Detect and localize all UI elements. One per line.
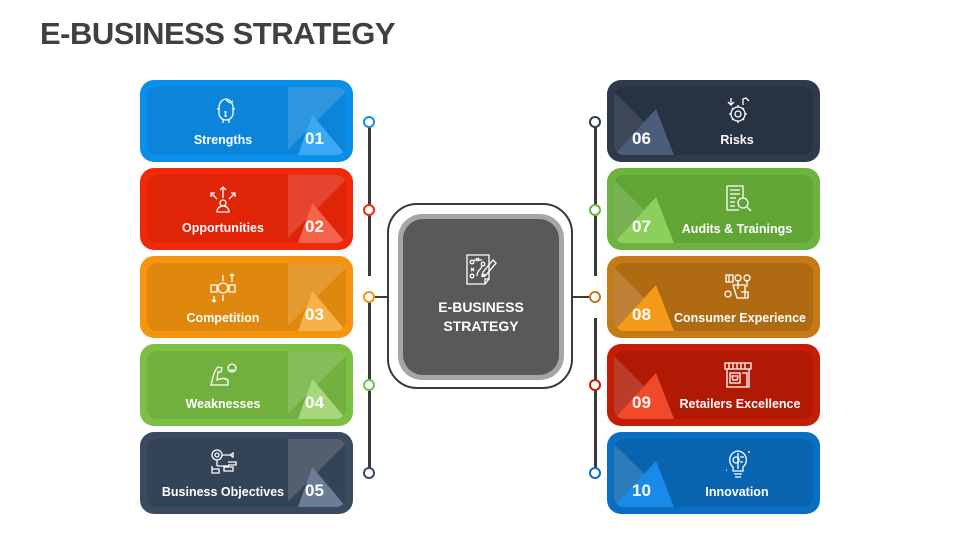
target-flowchart-icon (208, 448, 238, 478)
card-weaknesses[interactable]: Weaknesses 04 (140, 344, 353, 426)
card-audits-trainings[interactable]: Audits & Trainings 07 (607, 168, 820, 250)
person-arrows-icon (208, 184, 238, 214)
connector-dot (589, 204, 601, 216)
handshake-money-icon (208, 273, 238, 303)
card-number: 09 (632, 393, 651, 412)
connector-dot (589, 116, 601, 128)
card-label: Risks (720, 133, 754, 147)
connector-dot (589, 291, 601, 303)
card-business-objectives[interactable]: Business Objectives 05 (140, 432, 353, 514)
card-opportunities[interactable]: Opportunities 02 (140, 168, 353, 250)
strategy-plan-icon (464, 252, 498, 288)
card-label: Audits & Trainings (681, 222, 793, 236)
card-label: Innovation (705, 485, 769, 499)
left-connector-line (368, 122, 371, 276)
shopping-experience-icon (723, 272, 753, 302)
head-brain-icon (210, 96, 240, 126)
card-number: 04 (305, 393, 324, 412)
card-label: Opportunities (182, 221, 264, 235)
card-retailers-excellence[interactable]: Retailers Excellence 09 (607, 344, 820, 426)
card-label: Business Objectives (161, 485, 285, 499)
card-strengths[interactable]: Strengths 01 (140, 80, 353, 162)
center-hub (403, 219, 559, 375)
card-number: 08 (632, 305, 651, 324)
card-label: Strengths (193, 133, 253, 147)
connector-dot (363, 467, 375, 479)
card-competition[interactable]: Competition 03 (140, 256, 353, 338)
flexed-arm-icon (208, 360, 238, 390)
card-label: Consumer Experience (674, 311, 806, 325)
card-number: 10 (632, 481, 651, 500)
card-number: 03 (305, 305, 324, 324)
card-number: 01 (305, 129, 324, 148)
connector-dot (363, 116, 375, 128)
left-branch-line (372, 296, 389, 298)
card-number: 06 (632, 129, 651, 148)
right-connector-line (594, 318, 597, 473)
gear-arrows-icon (723, 96, 753, 126)
connector-dot (589, 467, 601, 479)
page-title: E-BUSINESS STRATEGY (40, 16, 396, 51)
card-label: Competition (186, 311, 260, 325)
document-magnifier-icon (723, 184, 753, 214)
lightbulb-gear-icon (723, 448, 753, 478)
connector-dot (363, 379, 375, 391)
connector-dot (363, 204, 375, 216)
card-label: Retailers Excellence (679, 397, 801, 411)
connector-dot (363, 291, 375, 303)
center-title: E-BUSINESS STRATEGY (403, 298, 559, 336)
card-innovation[interactable]: Innovation 10 (607, 432, 820, 514)
card-consumer-experience[interactable]: Consumer Experience 08 (607, 256, 820, 338)
card-number: 07 (632, 217, 651, 236)
card-number: 05 (305, 481, 324, 500)
center-title-line1: E-BUSINESS (438, 299, 524, 315)
right-connector-line (594, 122, 597, 276)
card-risks[interactable]: Risks 06 (607, 80, 820, 162)
card-label: Weaknesses (185, 397, 261, 411)
center-title-line2: STRATEGY (443, 318, 519, 334)
right-branch-line (572, 296, 592, 298)
connector-dot (589, 379, 601, 391)
card-number: 02 (305, 217, 324, 236)
storefront-icon (723, 360, 753, 390)
